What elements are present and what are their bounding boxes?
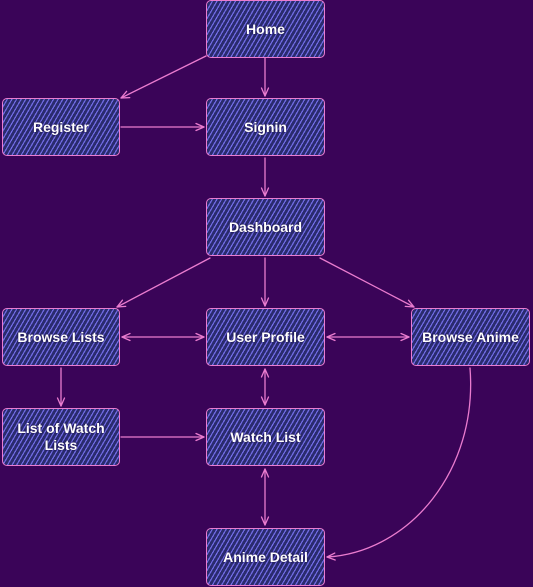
node-browse-lists-label: Browse Lists	[17, 328, 105, 345]
node-list-of-watch-lists[interactable]: List of Watch Lists	[2, 408, 120, 466]
node-dashboard[interactable]: Dashboard	[206, 198, 325, 256]
node-home-label: Home	[246, 20, 285, 37]
edge-home-to-register	[120, 55, 207, 99]
node-browse-anime-label: Browse Anime	[422, 328, 519, 345]
node-register-label: Register	[32, 118, 90, 135]
node-list-of-watch-lists-label: List of Watch Lists	[17, 420, 105, 453]
node-user-profile-label: User Profile	[226, 328, 305, 345]
node-signin-label: Signin	[244, 118, 287, 135]
node-watch-list[interactable]: Watch List	[206, 408, 325, 466]
edge-dashboard-to-browse-lists	[116, 257, 211, 308]
node-anime-detail[interactable]: Anime Detail	[206, 528, 325, 586]
node-user-profile[interactable]: User Profile	[206, 308, 325, 366]
node-signin[interactable]: Signin	[206, 98, 325, 156]
edge-browse-anime-to-anime-detail	[326, 367, 472, 561]
node-anime-detail-label: Anime Detail	[223, 548, 308, 565]
node-dashboard-label: Dashboard	[228, 218, 303, 235]
node-register[interactable]: Register	[2, 98, 120, 156]
node-home[interactable]: Home	[206, 0, 325, 58]
edge-dashboard-to-browse-anime	[319, 257, 415, 308]
node-browse-anime[interactable]: Browse Anime	[411, 308, 530, 366]
node-watch-list-label: Watch List	[230, 428, 301, 445]
node-browse-lists[interactable]: Browse Lists	[2, 308, 120, 366]
